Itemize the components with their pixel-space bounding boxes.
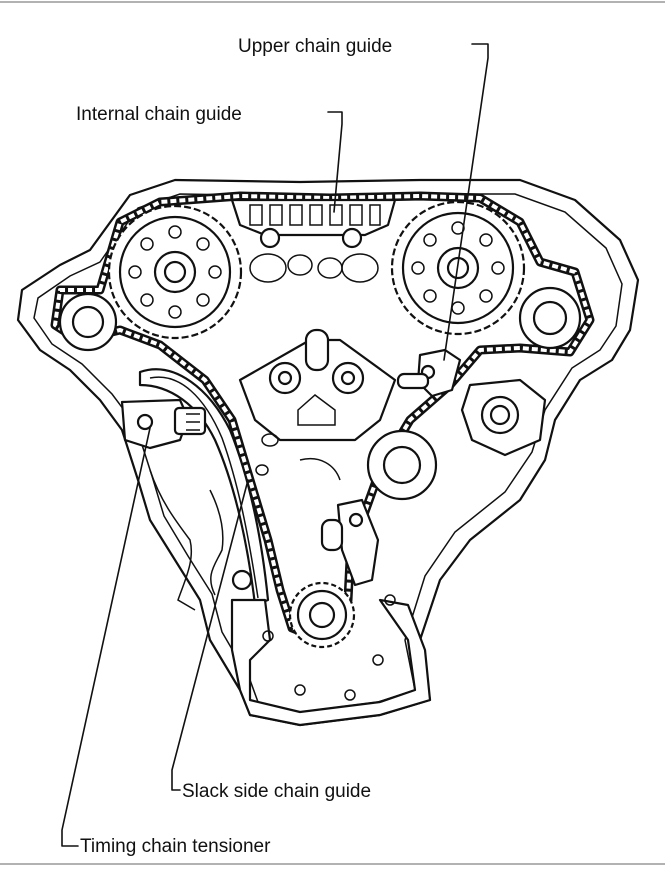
cylinder-head-bosses: [249, 253, 379, 283]
front-cover-inner-outline: [33, 193, 623, 713]
left-idler-pulley: [58, 292, 118, 352]
central-block: [238, 328, 397, 442]
left-camshaft-sprocket: [107, 204, 243, 340]
oil-pump-housing: [230, 594, 432, 727]
leader-internal-chain-guide: [327, 111, 343, 213]
timing-chain-links: [53, 194, 592, 642]
leader-slack-side-chain-guide: [171, 479, 249, 791]
leader-upper-chain-guide: [443, 43, 489, 361]
right-bolt-boss: [460, 378, 547, 457]
leader-timing-chain-tensioner: [61, 427, 151, 847]
crankshaft-sprocket: [288, 581, 356, 649]
lower-left-contours: [149, 433, 341, 611]
right-idler-pulley: [518, 286, 582, 350]
water-pump-pulley: [366, 429, 438, 501]
label-upper-chain-guide: Upper chain guide: [238, 36, 392, 57]
label-internal-chain-guide: Internal chain guide: [76, 104, 242, 125]
internal-chain-guide: [230, 198, 397, 249]
label-timing-chain-tensioner: Timing chain tensioner: [80, 836, 271, 857]
timing-chain-tensioner: [120, 398, 207, 450]
tension-side-chain-guide: [320, 498, 380, 587]
label-slack-side-chain-guide: Slack side chain guide: [182, 781, 371, 802]
